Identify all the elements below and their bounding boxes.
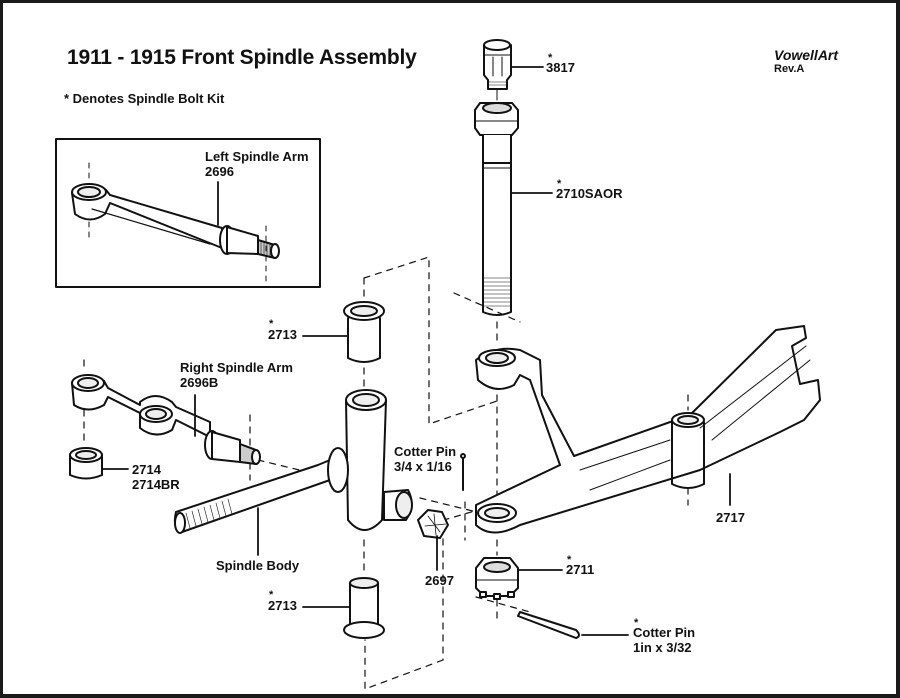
spindle-body-drawing: [173, 389, 413, 534]
axle-drawing: [475, 325, 821, 534]
part-label-spindle-body: Spindle Body: [216, 558, 300, 573]
left-spindle-arm-drawing: [71, 183, 280, 259]
part-label-upper-bushing: 2713: [268, 327, 297, 342]
part-label-small-cotter-pin-name: Cotter Pin: [394, 444, 457, 459]
kit-marker: *: [634, 617, 639, 629]
revision-label: Rev.A: [774, 63, 805, 75]
kit-marker: *: [557, 178, 562, 190]
kit-marker: *: [567, 554, 572, 566]
small-cotter-pin-drawing: [460, 453, 466, 491]
part-label-arm-bushing-2: 2714BR: [132, 477, 180, 492]
brand-label: VowellArt: [774, 47, 839, 63]
kit-marker: *: [269, 318, 274, 330]
bolt-nut-drawing: [475, 557, 519, 600]
part-label-left-spindle-arm-number: 2696: [205, 164, 234, 179]
part-label-left-spindle-arm-name: Left Spindle Arm: [205, 149, 309, 164]
part-label-large-cotter-pin-size: 1in x 3/32: [633, 640, 692, 655]
arm-nut-drawing: [417, 509, 449, 539]
kit-marker: *: [548, 52, 553, 64]
part-label-spindle-bolt: 2710SAOR: [556, 186, 623, 201]
part-label-right-spindle-arm-number: 2696B: [180, 375, 219, 390]
part-label-large-cotter-pin-name: Cotter Pin: [633, 625, 696, 640]
kit-marker: *: [269, 589, 274, 601]
part-label-lower-bushing: 2713: [268, 598, 297, 613]
part-label-arm-nut: 2697: [425, 573, 454, 588]
left-arm-inset-box: [55, 138, 321, 288]
part-label-small-cotter-pin-size: 3/4 x 1/16: [394, 459, 452, 474]
arm-bushing-drawing: [69, 447, 103, 480]
part-label-arm-bushing-1: 2714: [132, 462, 161, 477]
right-spindle-arm-drawing: [71, 374, 261, 465]
part-label-right-spindle-arm-name: Right Spindle Arm: [180, 360, 293, 375]
large-cotter-pin-drawing: [517, 611, 580, 639]
part-label-grease-cup: 3817: [546, 60, 575, 75]
part-label-bolt-nut: 2711: [566, 562, 595, 577]
diagram-title: 1911 - 1915 Front Spindle Assembly: [67, 46, 417, 69]
spindle-bolt-drawing: [474, 102, 519, 316]
kit-note: * Denotes Spindle Bolt Kit: [64, 91, 225, 106]
lower-bushing-drawing: [343, 577, 385, 639]
grease-cup-drawing: [483, 39, 512, 90]
upper-bushing-drawing: [343, 301, 385, 363]
part-label-axle: 2717: [716, 510, 745, 525]
